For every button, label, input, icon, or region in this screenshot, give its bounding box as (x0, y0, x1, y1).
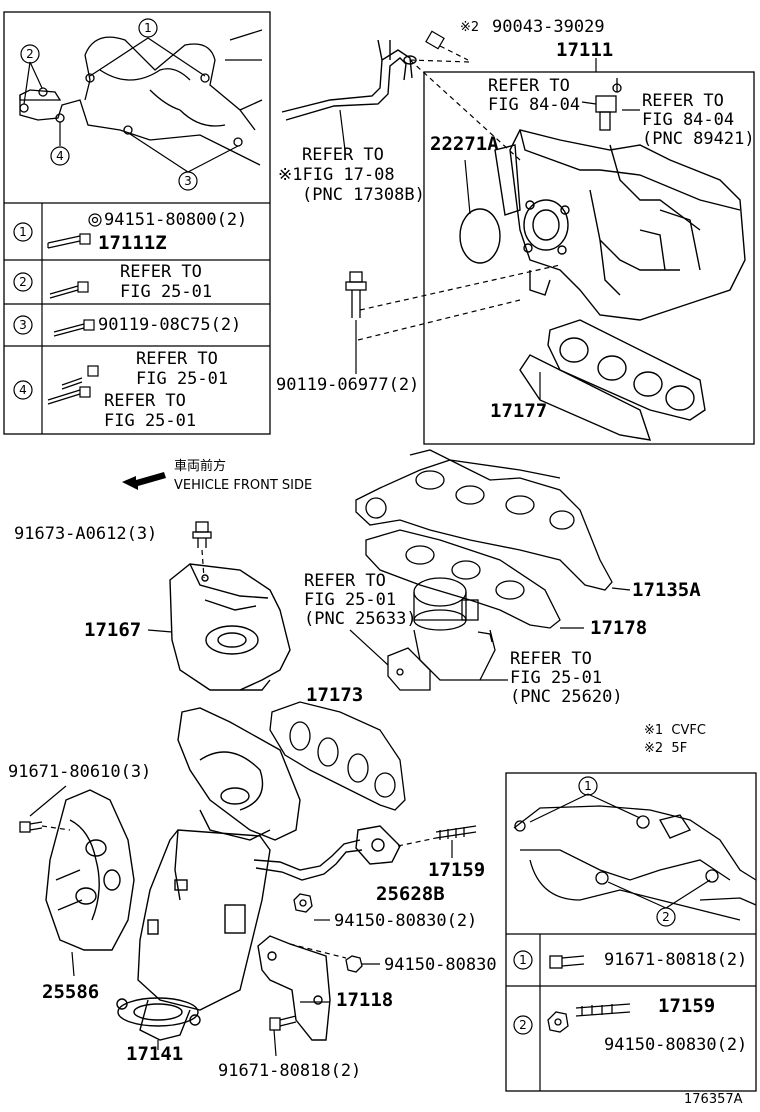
row-index-1: 1 (19, 225, 27, 239)
part-number-label: 91673-A0612(3) (14, 524, 158, 544)
part-number-label: 25586 (42, 981, 100, 1003)
insulator-25586 (45, 789, 135, 951)
reference-label: REFER TO FIG 25-01 (PNC 25633) (304, 571, 417, 629)
intake-manifold-sketch (494, 129, 746, 321)
part-number-label: 17159 (428, 859, 486, 881)
row-index-4: 4 (19, 383, 27, 397)
reference-label: REFER TO (136, 349, 218, 369)
callout-number-1: 1 (144, 21, 152, 35)
reference-label: (PNC 17308B) (302, 185, 425, 205)
reference-label: REFER TO FIG 25-01 (PNC 25620) (510, 649, 623, 707)
part-number-label: 90043-39029 (492, 17, 605, 37)
egr-valve-sketch (387, 577, 496, 691)
note-mark: ※2 (460, 20, 480, 35)
part-number-label: 22271A (430, 133, 499, 155)
part-number-label: 91671-80818(2) (604, 950, 748, 970)
inset-manifold-sketch (19, 29, 263, 166)
part-number-label: 25628B (376, 883, 445, 905)
gasket-17173 (269, 701, 406, 811)
row-index-3: 3 (19, 318, 27, 332)
inset-box-top (3, 11, 271, 435)
part-number-label: 90119-08C75(2) (98, 315, 242, 335)
part-number-label: 91671-80818(2) (218, 1061, 362, 1081)
hose-sketch (281, 39, 417, 121)
egr-pipe-25628b (253, 825, 401, 881)
part-number-label: 17141 (126, 1043, 184, 1065)
bolt-91671-80610 (19, 821, 43, 833)
part-number-label: 17177 (490, 400, 548, 422)
nut-94150-80830-2 (293, 893, 313, 913)
part-number-label: 94150-80830(2) (334, 911, 478, 931)
reference-label: REFER TO (120, 262, 202, 282)
sensor-sketch (595, 78, 622, 131)
part-number-label: 17118 (336, 989, 394, 1011)
intake-box (423, 71, 755, 445)
part-number-label: 90119-06977(2) (276, 375, 420, 395)
callout-number-2: 2 (26, 47, 34, 61)
part-number-label: 17135A (632, 579, 701, 601)
callout-number-2: 2 (662, 910, 670, 924)
callout-circle-4 (50, 146, 70, 166)
row-index-1: 1 (519, 953, 527, 967)
bolt-90119-06977 (345, 271, 367, 318)
row-index-2: 2 (19, 275, 27, 289)
row-index-2: 2 (519, 1018, 527, 1032)
front-label-jp: 車両前方 (174, 459, 227, 474)
insulator-17167 (169, 563, 291, 691)
front-arrow-icon (122, 472, 166, 490)
reference-label: REFER TO (302, 145, 384, 165)
part-number-label: 94150-80830(2) (604, 1035, 748, 1055)
callout-number-4: 4 (56, 149, 64, 163)
front-label-en: VEHICLE FRONT SIDE (174, 478, 313, 493)
part-number-label: 17159 (658, 995, 716, 1017)
part-number-label: 91671-80610(3) (8, 762, 152, 782)
note-1: ※1 CVFC (644, 723, 706, 738)
note-2: ※2 5F (644, 741, 688, 756)
part-number-label: 17173 (306, 684, 364, 706)
reference-label: REFER TO (104, 391, 186, 411)
part-number-label: 17111 (556, 39, 614, 61)
gasket-17178 (365, 529, 561, 629)
reference-label: FIG 25-01 (120, 282, 213, 302)
reference-label: REFER TO FIG 84-04 (PNC 89421) (642, 91, 755, 149)
part-number-label: 94150-80830 (384, 955, 497, 975)
part-number-label: 17167 (84, 619, 142, 641)
bolt-91673 (192, 521, 212, 548)
callout-number-1: 1 (584, 779, 592, 793)
exhaust-manifold-sketch (116, 707, 301, 1041)
reference-label: FIG 25-01 (104, 411, 197, 431)
callout-circle-3 (178, 171, 198, 191)
bolt-91671-80818 (269, 1015, 297, 1031)
nut-94150-80830 (345, 955, 363, 973)
reference-label: ※1FIG 17-08 (278, 165, 395, 185)
reference-label: REFER TO FIG 84-04 (488, 76, 581, 115)
inset-box-bottom (505, 772, 757, 1092)
gasket-22271a (459, 208, 501, 264)
gasket-17135a (355, 449, 613, 591)
reference-label: FIG 25-01 (136, 369, 229, 389)
diagram-code: 176357A (684, 1092, 743, 1107)
callout-circle-1 (138, 18, 158, 38)
manifold-flange-sketch (519, 319, 706, 441)
part-number-label: 17111Z (98, 232, 167, 254)
inset-bolts (47, 213, 102, 405)
inset-bottom-sketch (513, 805, 757, 921)
callout-circle-2 (20, 44, 40, 64)
inset-bottom-fasteners (547, 955, 631, 1033)
part-number-label: 94151-80800(2) (104, 210, 248, 230)
callout-number-3: 3 (184, 174, 192, 188)
bracket-17118 (257, 935, 331, 1041)
stud-17159 (435, 825, 477, 840)
part-number-label: 17178 (590, 617, 648, 639)
